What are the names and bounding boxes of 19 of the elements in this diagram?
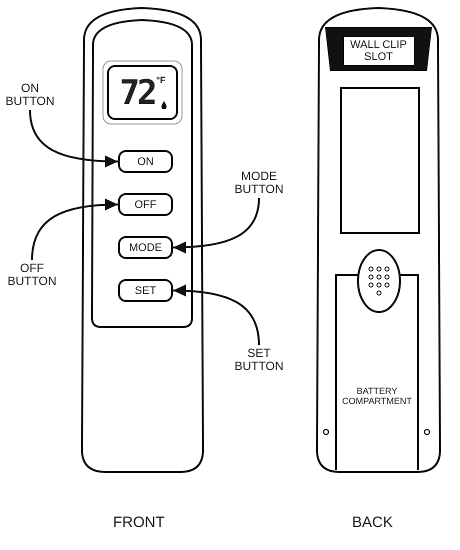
view-caption: BACK bbox=[352, 514, 393, 531]
unit-text: °F bbox=[156, 75, 166, 85]
temperature-reading: 72 bbox=[119, 74, 154, 110]
remote-button: ON bbox=[118, 150, 173, 173]
callout-text: ON BUTTON bbox=[4, 82, 56, 108]
view-caption: FRONT bbox=[113, 514, 165, 531]
callout-text: SET BUTTON bbox=[233, 347, 285, 373]
callout-text: MODE BUTTON bbox=[233, 170, 285, 196]
callout-text: OFF BUTTON bbox=[6, 262, 58, 288]
remote-button: MODE bbox=[118, 236, 173, 259]
remote-button: SET bbox=[118, 279, 173, 302]
slot-text: WALL CLIP SLOT bbox=[344, 37, 414, 65]
arrow bbox=[172, 284, 260, 346]
compartment-text: BATTERY COMPARTMENT bbox=[341, 386, 413, 406]
arrow bbox=[29, 110, 118, 168]
arrow bbox=[172, 198, 260, 254]
arrow bbox=[31, 198, 118, 260]
lcd-display bbox=[107, 65, 178, 120]
remote-button: OFF bbox=[118, 193, 173, 216]
